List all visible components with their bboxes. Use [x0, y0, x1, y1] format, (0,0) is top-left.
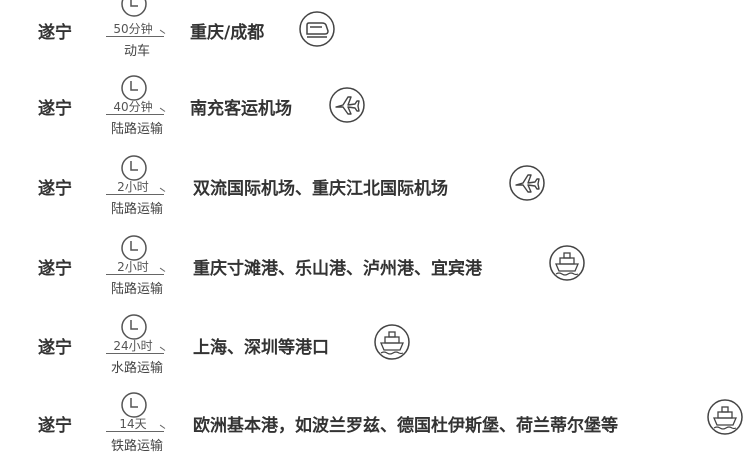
duration-label: 14天 [119, 417, 147, 431]
destination-label: 上海、深圳等港口 [193, 338, 329, 358]
transport-mode: 陆路运输 [110, 202, 163, 217]
clock-icon [121, 0, 147, 17]
route-row: 遂宁 2小时 陆路运输 重庆寸滩港、乐山港、泸州港、宜宾港 [0, 230, 751, 308]
origin-label: 遂宁 [38, 416, 72, 436]
destination-label: 南充客运机场 [190, 99, 292, 119]
route-row: 遂宁 14天 铁路运输 欧洲基本港，如波兰罗兹、德国杜伊斯堡、荷兰蒂尔堡等 [0, 387, 751, 465]
origin-label: 遂宁 [38, 338, 72, 358]
origin-label: 遂宁 [38, 99, 72, 119]
plane-icon [329, 87, 365, 123]
clock-icon [121, 155, 147, 181]
duration-underline [106, 431, 164, 432]
origin-label: 遂宁 [38, 259, 72, 279]
transport-mode: 陆路运输 [110, 122, 163, 137]
duration-underline [106, 194, 164, 195]
clock-icon [121, 392, 147, 418]
route-row: 遂宁 40分钟 陆路运输 南充客运机场 [0, 70, 751, 148]
duration-underline [106, 114, 164, 115]
duration-label: 2小时 [117, 260, 149, 274]
plane-icon [509, 165, 545, 201]
destination-label: 重庆寸滩港、乐山港、泸州港、宜宾港 [193, 259, 482, 279]
destination-label: 双流国际机场、重庆江北国际机场 [193, 179, 448, 199]
transport-mode: 水路运输 [110, 361, 163, 376]
train-icon [299, 11, 335, 47]
duration-underline [106, 36, 164, 37]
clock-icon [121, 75, 147, 101]
duration-label: 50分钟 [113, 22, 153, 36]
duration-label: 2小时 [117, 180, 149, 194]
route-row: 遂宁 2小时 陆路运输 双流国际机场、重庆江北国际机场 [0, 150, 751, 228]
destination-label: 欧洲基本港，如波兰罗兹、德国杜伊斯堡、荷兰蒂尔堡等 [193, 416, 618, 436]
route-row: 遂宁 24小时 水路运输 上海、深圳等港口 [0, 309, 751, 387]
duration-underline [106, 274, 164, 275]
origin-label: 遂宁 [38, 179, 72, 199]
ship-icon [549, 245, 585, 281]
transport-mode: 动车 [123, 44, 150, 59]
duration-label: 40分钟 [113, 100, 153, 114]
transport-mode: 陆路运输 [110, 282, 163, 297]
clock-icon [121, 235, 147, 261]
transport-mode: 铁路运输 [110, 439, 163, 454]
ship-icon [707, 399, 743, 435]
destination-label: 重庆/成都 [190, 23, 265, 43]
route-row: 遂宁 50分钟 动车 重庆/成都 [0, 0, 751, 66]
duration-underline [106, 353, 164, 354]
origin-label: 遂宁 [38, 23, 72, 43]
duration-label: 24小时 [113, 339, 153, 353]
clock-icon [121, 314, 147, 340]
ship-icon [374, 324, 410, 360]
